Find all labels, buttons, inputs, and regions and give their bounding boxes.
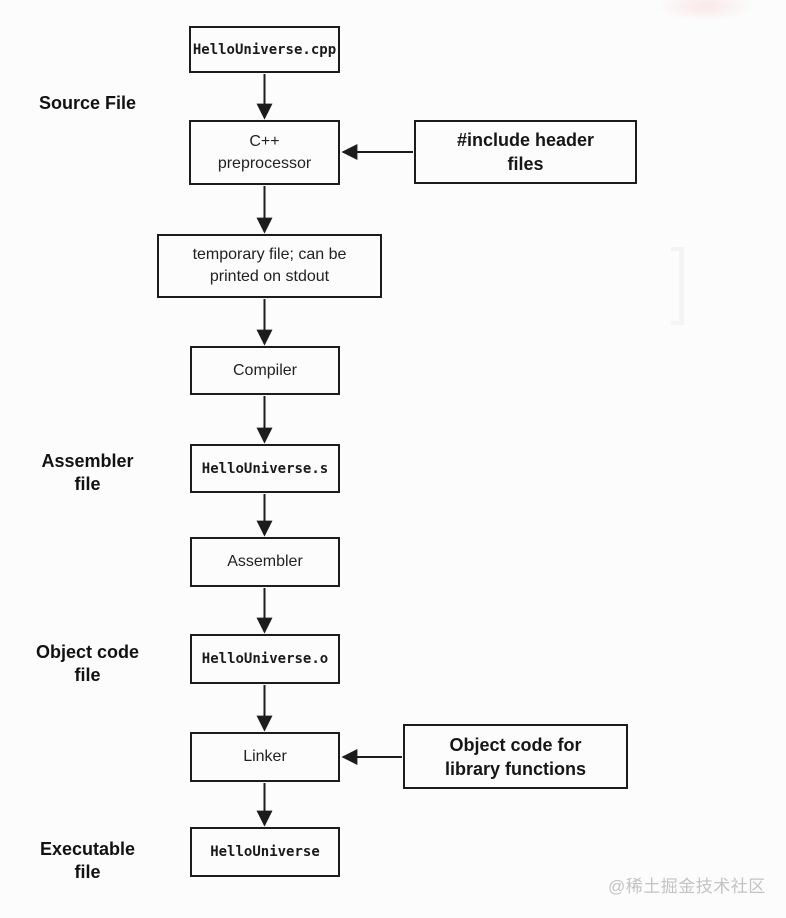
node-label: C++ <box>249 132 280 150</box>
stage-label-executable-file: Executable file <box>17 838 158 884</box>
node-include-header-files: #include header files <box>414 120 637 184</box>
node-label: #include header <box>456 130 595 150</box>
stage-label-line: Assembler <box>41 451 134 471</box>
stage-label-line: Source File <box>38 93 137 113</box>
node-label: Compiler <box>232 361 297 379</box>
faint-bracket-artifact <box>671 247 684 325</box>
stage-label-object-code-file: Object code file <box>17 641 158 687</box>
scan-smudge-artifact <box>655 0 755 22</box>
node-label: Object code for <box>449 734 582 755</box>
node-executable: HelloUniverse <box>190 827 340 877</box>
node-label: preprocessor <box>217 154 312 172</box>
node-source-file-cpp: HelloUniverse.cpp <box>189 26 340 73</box>
node-cpp-preprocessor: C++ preprocessor <box>189 120 340 185</box>
stage-label-assembler-file: Assembler file <box>17 450 158 496</box>
node-temporary-file: temporary file; can be printed on stdout <box>157 234 382 298</box>
node-label: printed on stdout <box>209 268 330 285</box>
node-assembler: Assembler <box>190 537 340 587</box>
node-label: HelloUniverse.cpp <box>192 41 337 58</box>
node-label: Linker <box>243 748 287 765</box>
node-label: temporary file; can be <box>192 246 347 263</box>
node-label: library functions <box>444 758 587 779</box>
stage-label-line: file <box>74 862 101 882</box>
node-compiler: Compiler <box>190 346 340 395</box>
node-label: HelloUniverse.s <box>201 460 329 477</box>
stage-label-line: file <box>74 474 101 494</box>
node-label: HelloUniverse <box>210 844 320 860</box>
node-object-file-o: HelloUniverse.o <box>190 634 340 684</box>
node-linker: Linker <box>190 732 340 782</box>
node-assembler-file-s: HelloUniverse.s <box>190 444 340 493</box>
node-label: files <box>507 154 544 174</box>
stage-label-line: Object code <box>35 642 140 662</box>
watermark-text: @稀土掘金技术社区 <box>608 877 766 896</box>
node-label: Assembler <box>227 553 303 570</box>
node-library-object-code: Object code for library functions <box>403 724 628 789</box>
stage-label-line: Executable <box>39 839 136 859</box>
node-label: HelloUniverse.o <box>201 651 329 667</box>
stage-label-source-file: Source File <box>17 92 158 115</box>
stage-label-line: file <box>74 665 101 685</box>
